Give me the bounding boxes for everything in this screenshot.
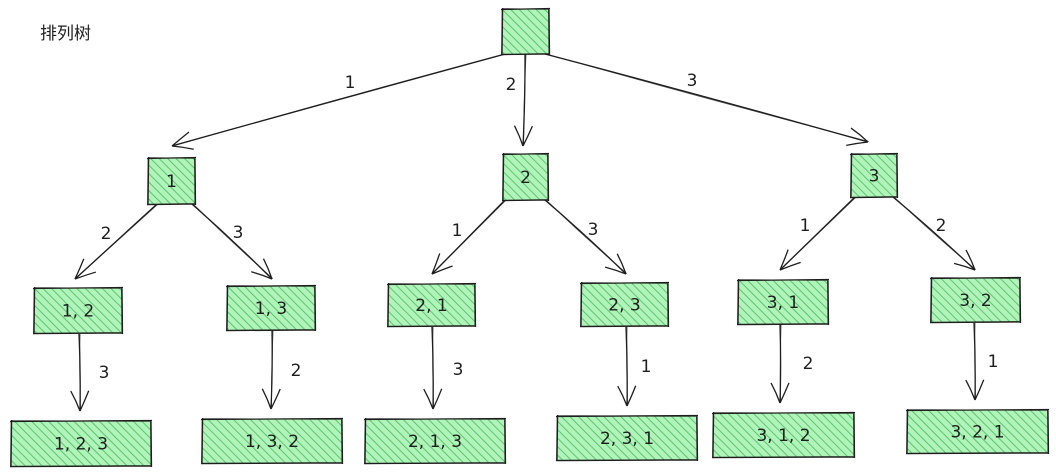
edge-arrow (965, 322, 985, 401)
tree-node (146, 156, 197, 206)
tree-node (9, 419, 153, 468)
edge-arrow (544, 53, 869, 147)
tree-node (711, 411, 856, 459)
tree-node (555, 414, 699, 462)
edge-label: 1 (345, 73, 356, 93)
edge-label: 1 (452, 221, 463, 241)
tree-node (386, 282, 477, 328)
node-label: 3, 1, 2 (756, 426, 810, 446)
edge-arrow (513, 53, 534, 147)
edge-arrow (191, 203, 273, 280)
node-label: 2 (520, 168, 531, 188)
edge-label: 2 (506, 75, 517, 95)
nodes-layer: 1 1, 2 1, 2, 3 1, 3 1, 3, 2 2 2, 1 2, 1, 3 2, 3 2… (9, 7, 1050, 468)
edge-arrow (617, 326, 637, 407)
node-label: 3, 1 (767, 293, 799, 313)
node-label: 1, 2 (62, 302, 94, 322)
edge-arrow (544, 199, 627, 275)
node-label: 1, 2, 3 (54, 435, 108, 455)
edge-arrow (779, 196, 857, 271)
edge-label: 3 (588, 220, 599, 240)
edge-label: 2 (936, 216, 947, 236)
tree-node (225, 284, 317, 332)
tree-node (579, 281, 670, 328)
edge-arrow (261, 330, 281, 410)
node-label: 2, 1, 3 (408, 432, 462, 452)
edge-arrow (770, 324, 790, 404)
edge-label: 3 (453, 360, 464, 380)
edge-arrow (431, 199, 507, 275)
tree-node (32, 286, 124, 335)
edge-label: 1 (641, 357, 652, 377)
edge-label: 2 (803, 354, 814, 374)
edge-label: 2 (291, 361, 302, 381)
edge-label: 1 (800, 216, 811, 236)
edge-arrow (892, 196, 976, 271)
edge-arrow (74, 203, 159, 280)
tree-node (200, 417, 344, 465)
node-label: 3, 2 (959, 291, 991, 311)
edge-label: 3 (233, 223, 244, 243)
edge-arrow (171, 53, 507, 150)
node-label: 1 (166, 172, 177, 192)
tree-node (501, 152, 550, 202)
tree-node (929, 276, 1022, 324)
tree-node (363, 417, 507, 465)
root-node (500, 7, 551, 56)
edge-label: 2 (101, 224, 112, 244)
edge-label: 1 (988, 352, 999, 372)
diagram-title: 排列树 (40, 24, 91, 44)
edges-layer: 1 2 3 3 2 2 1 3 3 1 3 1 2 2 1 (70, 53, 999, 412)
node-label: 3 (869, 167, 880, 187)
node-label: 2, 1 (415, 296, 447, 316)
edge-label: 3 (99, 363, 110, 383)
tree-node (736, 278, 830, 326)
node-label: 1, 3, 2 (245, 432, 299, 452)
tree-node (849, 152, 899, 199)
edge-label: 3 (687, 71, 698, 91)
node-label: 3, 2, 1 (950, 423, 1004, 443)
node-label: 2, 3 (608, 296, 640, 316)
node-label: 2, 3, 1 (600, 429, 654, 449)
node-label: 1, 3 (255, 299, 287, 319)
edge-arrow (70, 333, 90, 412)
edge-arrow (423, 326, 443, 410)
tree-node (905, 408, 1050, 455)
